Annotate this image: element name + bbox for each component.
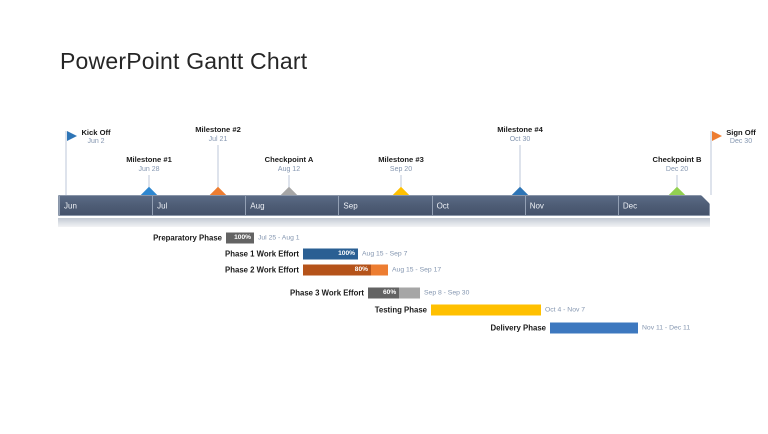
flag-pole bbox=[710, 131, 712, 195]
task-date-range: Aug 15 - Sep 17 bbox=[392, 266, 442, 273]
flag-pole bbox=[65, 131, 67, 195]
task-label: Phase 3 Work Effort bbox=[290, 288, 364, 297]
milestone-stem bbox=[148, 175, 150, 195]
milestone-label: Checkpoint B bbox=[652, 155, 702, 164]
axis-month-aug: Aug bbox=[245, 196, 338, 215]
axis-month-label: Jun bbox=[64, 201, 77, 210]
milestone-label: Milestone #3 bbox=[378, 155, 424, 164]
axis-month-oct: Oct bbox=[431, 196, 525, 215]
milestone-date: Oct 30 bbox=[509, 136, 531, 143]
axis-month-label: Dec bbox=[622, 201, 638, 210]
milestone-date: Aug 12 bbox=[277, 166, 301, 173]
task-date-range: Nov 11 - Dec 11 bbox=[642, 324, 691, 331]
milestone-date: Sep 20 bbox=[389, 166, 413, 173]
axis-month-sep: Sep bbox=[338, 196, 431, 215]
milestone-stem bbox=[519, 145, 521, 195]
milestone-date: Dec 30 bbox=[729, 138, 753, 145]
axis-month-jul: Jul bbox=[152, 196, 245, 215]
task-bar[interactable]: 80% bbox=[303, 264, 388, 275]
axis-month-label: Jul bbox=[157, 201, 168, 210]
task-date-range: Sep 8 - Sep 30 bbox=[424, 289, 470, 296]
milestone-date: Jul 21 bbox=[208, 136, 228, 143]
page-title: PowerPoint Gantt Chart bbox=[60, 48, 308, 74]
task-date-range: Oct 4 - Nov 7 bbox=[545, 306, 586, 313]
task-label: Delivery Phase bbox=[490, 323, 546, 332]
task-percent-label: 80% bbox=[354, 266, 368, 273]
task-label: Testing Phase bbox=[374, 305, 427, 314]
axis-month-nov: Nov bbox=[524, 196, 618, 215]
task-label: Preparatory Phase bbox=[153, 233, 222, 242]
axis-month-label: Oct bbox=[436, 201, 450, 210]
task-row: Delivery Phase Nov 11 - Dec 11 bbox=[0, 320, 768, 335]
milestone-label: Milestone #4 bbox=[497, 125, 543, 134]
task-bar[interactable] bbox=[431, 304, 541, 315]
task-date-range: Aug 15 - Sep 7 bbox=[362, 250, 408, 257]
axis-month-label: Sep bbox=[343, 201, 358, 210]
milestone-stem bbox=[400, 175, 402, 195]
task-percent-label: 100% bbox=[338, 250, 355, 257]
milestone-label: Kick Off bbox=[81, 128, 111, 137]
task-date-range: Jul 25 - Aug 1 bbox=[258, 234, 300, 241]
milestone-date: Jun 28 bbox=[138, 166, 160, 173]
milestone-stem bbox=[676, 175, 678, 195]
milestone-stem bbox=[217, 145, 219, 195]
task-percent-label: 100% bbox=[234, 234, 251, 241]
milestone-date: Jun 2 bbox=[87, 138, 105, 145]
axis-corner-notch bbox=[701, 195, 710, 204]
milestone-label: Milestone #1 bbox=[126, 155, 172, 164]
milestone-date: Dec 20 bbox=[665, 166, 689, 173]
task-row: Phase 1 Work Effort 100% Aug 15 - Sep 7 bbox=[0, 246, 768, 261]
milestone-label: Checkpoint A bbox=[264, 155, 314, 164]
axis-month-label: Nov bbox=[529, 201, 544, 210]
task-row: Phase 2 Work Effort 80% Aug 15 - Sep 17 bbox=[0, 262, 768, 277]
task-percent-label: 60% bbox=[383, 289, 397, 296]
task-progress-fill bbox=[303, 264, 371, 275]
task-row: Phase 3 Work Effort 60% Sep 8 - Sep 30 bbox=[0, 285, 768, 300]
task-progress-fill bbox=[226, 232, 254, 243]
task-progress-fill bbox=[303, 248, 358, 259]
task-progress-fill bbox=[368, 287, 400, 298]
axis-month-label: Aug bbox=[250, 201, 265, 210]
milestone-label: Sign Off bbox=[726, 128, 756, 137]
flag-icon[interactable] bbox=[712, 131, 722, 141]
flag-icon[interactable] bbox=[67, 131, 77, 141]
task-bar[interactable]: 100% bbox=[226, 232, 254, 243]
axis-shadow-band bbox=[58, 218, 710, 227]
task-bar[interactable]: 60% bbox=[368, 287, 420, 298]
task-bar[interactable]: 100% bbox=[303, 248, 358, 259]
task-label: Phase 1 Work Effort bbox=[225, 249, 299, 258]
task-bar[interactable] bbox=[550, 322, 638, 333]
axis-month-jun: Jun bbox=[59, 196, 152, 215]
milestone-label: Milestone #2 bbox=[195, 125, 241, 134]
task-row: Testing Phase Oct 4 - Nov 7 bbox=[0, 302, 768, 317]
timeline-axis-bar: Jun Jul Aug Sep Oct Nov Dec bbox=[58, 195, 710, 216]
axis-month-dec: Dec bbox=[617, 196, 711, 215]
milestone-stem bbox=[288, 175, 290, 195]
task-label: Phase 2 Work Effort bbox=[225, 265, 299, 274]
task-row: Preparatory Phase 100% Jul 25 - Aug 1 bbox=[0, 230, 768, 245]
